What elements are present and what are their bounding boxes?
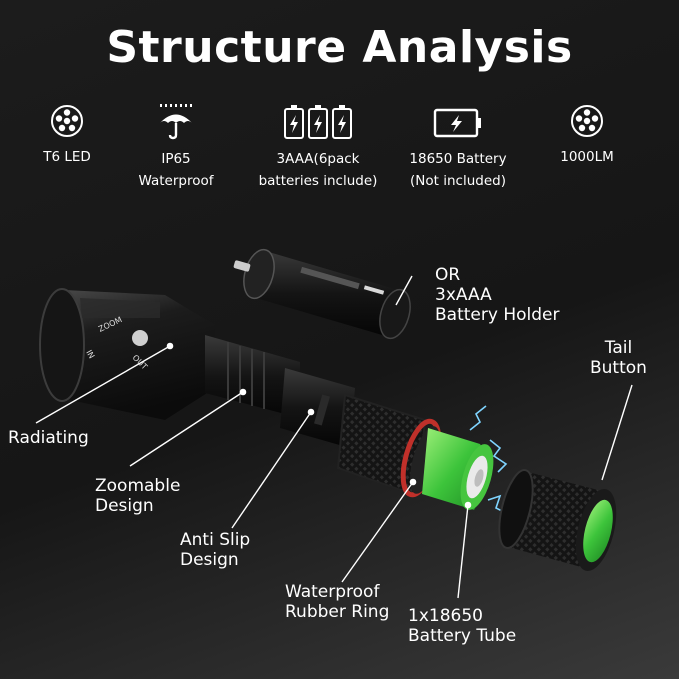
tail-label-line1: Tail: [604, 338, 633, 358]
tail-button-label: Tail Button: [590, 338, 647, 378]
anti-slip-label-line2: Design: [180, 550, 239, 570]
battery-18650: [422, 428, 494, 510]
tube-label-line1: 1x18650: [408, 606, 483, 626]
holder-label-line2: 3xAAA: [435, 285, 492, 305]
anti-slip-label: Anti Slip Design: [180, 530, 250, 570]
feature-line1: 1000LM: [560, 149, 614, 165]
aaa-battery-holder: [233, 248, 411, 340]
feature-line2: Waterproof: [138, 173, 214, 189]
feature-line1: 18650 Battery: [409, 151, 507, 167]
in-marking: IN: [84, 349, 96, 361]
holder-label: OR 3xAAA Battery Holder: [435, 265, 559, 325]
feature-line2: batteries include): [258, 173, 378, 189]
ring-label-line1: Waterproof: [285, 582, 380, 602]
led-icon: [571, 105, 603, 137]
feature-waterproof: IP65 Waterproof: [106, 104, 246, 192]
feature-line1: 3AAA(6pack: [276, 151, 360, 167]
zoomable-label-line1: Zoomable: [95, 476, 181, 496]
page-title: Structure Analysis: [106, 22, 573, 73]
feature-line2: (Not included): [410, 173, 506, 189]
tube-label-line2: Battery Tube: [408, 626, 517, 646]
zoomable-label-line2: Design: [95, 496, 154, 516]
feature-t6-led: T6 LED: [0, 104, 137, 168]
umbrella-rain-icon: [160, 104, 192, 140]
led-icon: [51, 105, 83, 137]
ring-label-line2: Rubber Ring: [285, 602, 390, 622]
feature-line1: IP65: [161, 151, 191, 167]
zoomable-label: Zoomable Design: [95, 476, 180, 516]
feature-aaa-batteries: 3AAA(6pack batteries include): [248, 104, 388, 192]
tail-label-line2: Button: [590, 358, 647, 378]
flashlight-body: [39, 288, 442, 498]
battery-tube-label: 1x18650 Battery Tube: [408, 606, 516, 646]
anti-slip-label-line1: Anti Slip: [180, 530, 251, 550]
feature-line1: T6 LED: [43, 149, 91, 165]
holder-label-line3: Battery Holder: [435, 305, 560, 325]
feature-18650: 18650 Battery (Not included): [388, 104, 528, 192]
battery-charge-icon: [433, 108, 481, 138]
radiating-label: Radiating: [8, 428, 89, 448]
batteries-icon: [284, 105, 352, 139]
tail-cap: [498, 469, 617, 571]
zoom-dial-icon: [132, 330, 148, 346]
feature-lumens: 1000LM: [517, 104, 657, 168]
callout-lines: [35, 275, 633, 599]
holder-label-line1: OR: [435, 265, 461, 285]
rubber-ring-label: Waterproof Rubber Ring: [285, 582, 389, 622]
